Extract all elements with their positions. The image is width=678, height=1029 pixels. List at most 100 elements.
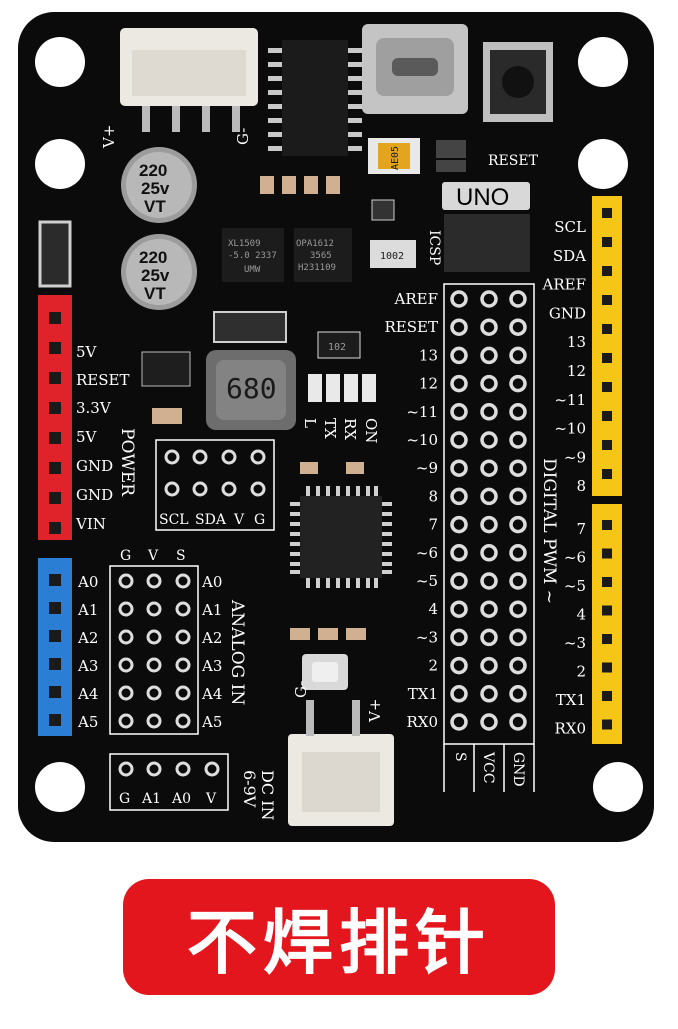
- connector-label-gminus: G-: [234, 128, 252, 145]
- digital-pin-label: ~9: [564, 448, 586, 466]
- analog-col-label: S: [176, 548, 186, 564]
- svg-text:UMW: UMW: [244, 265, 261, 275]
- digital-pin-label: 12: [419, 375, 438, 393]
- digital-pad: [450, 572, 468, 590]
- digital-pin-label: TX1: [408, 685, 438, 703]
- smd-part: [370, 240, 416, 268]
- digital-pad: [480, 656, 498, 675]
- digital-col-label: GND: [510, 752, 526, 787]
- digital-pad: [509, 544, 527, 562]
- analog-pin-label: A4: [201, 685, 222, 703]
- digital-pin-label: ~11: [406, 403, 438, 421]
- digital-pad: [480, 318, 498, 336]
- bottom-header-label: A1: [141, 791, 161, 807]
- digital-pin-label: RESET: [385, 318, 438, 336]
- digital-col-label: VCC: [480, 751, 496, 784]
- header-socket: [602, 577, 612, 587]
- resistor-row: [260, 176, 340, 194]
- digital-pad: [450, 515, 468, 534]
- digital-pad: [450, 656, 468, 675]
- digital-pin-label: SDA: [553, 247, 586, 265]
- smd-part: [371, 199, 395, 221]
- usb-serial-chip: [268, 40, 362, 156]
- smd-part: [317, 331, 361, 359]
- power-header-red: [38, 295, 72, 540]
- analog-pin-label: A2: [77, 629, 98, 647]
- bottom-header-label: A0: [171, 791, 191, 807]
- digital-pad: [480, 685, 498, 703]
- power-pin-label: 5V: [76, 343, 98, 361]
- svg-text:3565: 3565: [310, 251, 332, 261]
- digital-pad: [480, 600, 498, 618]
- digital-pad: [509, 346, 527, 365]
- digital-pin-label: ~9: [416, 459, 438, 477]
- i2c-label: SCL: [159, 512, 189, 528]
- digital-pad: [450, 459, 468, 477]
- svg-text:H231109: H231109: [298, 263, 336, 273]
- usb-c-port: [362, 24, 468, 114]
- digital-title: DIGITAL PWM ~: [539, 458, 559, 604]
- resistor-102-label: 102: [328, 342, 346, 353]
- header-socket: [602, 440, 612, 450]
- power-pin-label: 5V: [76, 428, 98, 446]
- i2c-label: V: [233, 512, 245, 528]
- digital-pad: [480, 346, 498, 365]
- header-socket: [602, 634, 612, 644]
- voltage-regulator-sot: [141, 351, 191, 387]
- svg-text:220: 220: [139, 161, 167, 180]
- bottom-header-label: G: [119, 791, 130, 807]
- svg-text:25v: 25v: [141, 266, 170, 285]
- digital-pad: [509, 713, 527, 731]
- mounting-hole: [35, 762, 85, 812]
- analog-pin-label: A4: [77, 685, 98, 703]
- reset-label: RESET: [488, 153, 539, 169]
- i2c-header-outline: [155, 439, 275, 531]
- analog-header-blue: [38, 558, 72, 736]
- header-socket: [602, 520, 612, 530]
- led-label-l: L: [301, 418, 319, 428]
- regulator-chip-1: XL1509 -5.0 2337 UMW: [222, 228, 284, 282]
- reset-button: [483, 42, 553, 122]
- power-pin-label: GND: [76, 457, 113, 475]
- svg-text:-5.0 2337: -5.0 2337: [228, 251, 277, 261]
- mounting-hole: [593, 762, 643, 812]
- dc-in-voltage: 6-9V: [240, 770, 259, 808]
- digital-pin-label: 13: [419, 346, 438, 364]
- mounting-hole: [35, 139, 85, 189]
- digital-pin-label: 2: [428, 657, 438, 675]
- digital-grid-outline: [443, 283, 535, 745]
- digital-pin-label: 2: [576, 663, 586, 681]
- banner-text: 不焊排针: [187, 901, 491, 984]
- digital-pad: [480, 431, 498, 449]
- digital-pin-label: ~10: [406, 431, 438, 449]
- digital-pad: [509, 290, 527, 308]
- digital-pad: [509, 600, 527, 618]
- digital-pin-label: 8: [428, 487, 438, 505]
- digital-pad: [450, 713, 468, 731]
- digital-pad: [480, 459, 498, 477]
- header-socket: [602, 691, 612, 701]
- digital-pin-label: 13: [567, 333, 586, 351]
- digital-pin-label: 7: [576, 520, 586, 538]
- digital-pad: [450, 685, 468, 703]
- mounting-hole: [578, 139, 628, 189]
- digital-pin-label: 4: [428, 600, 438, 618]
- digital-pin-label: RX0: [554, 720, 586, 738]
- digital-pin-label: ~6: [416, 544, 438, 562]
- microcontroller-chip: [290, 486, 392, 588]
- digital-pad: [480, 713, 498, 731]
- digital-pin-label: TX1: [556, 691, 586, 709]
- digital-right-labels: SCLSDAAREFGND1312~11~10~987~6~54~32TX1RX…: [542, 218, 587, 738]
- header-socket: [602, 295, 612, 305]
- digital-header-yellow-bottom: [592, 504, 622, 744]
- digital-pin-label: SCL: [554, 218, 586, 236]
- digital-pin-label: ~6: [564, 549, 586, 567]
- digital-pad: [480, 628, 498, 647]
- digital-col-label: S: [452, 752, 468, 762]
- digital-pad: [480, 403, 498, 421]
- smd-part: [152, 408, 182, 424]
- status-leds: [308, 374, 376, 402]
- analog-pin-label: A5: [201, 713, 222, 731]
- digital-pin-label: 7: [428, 516, 438, 534]
